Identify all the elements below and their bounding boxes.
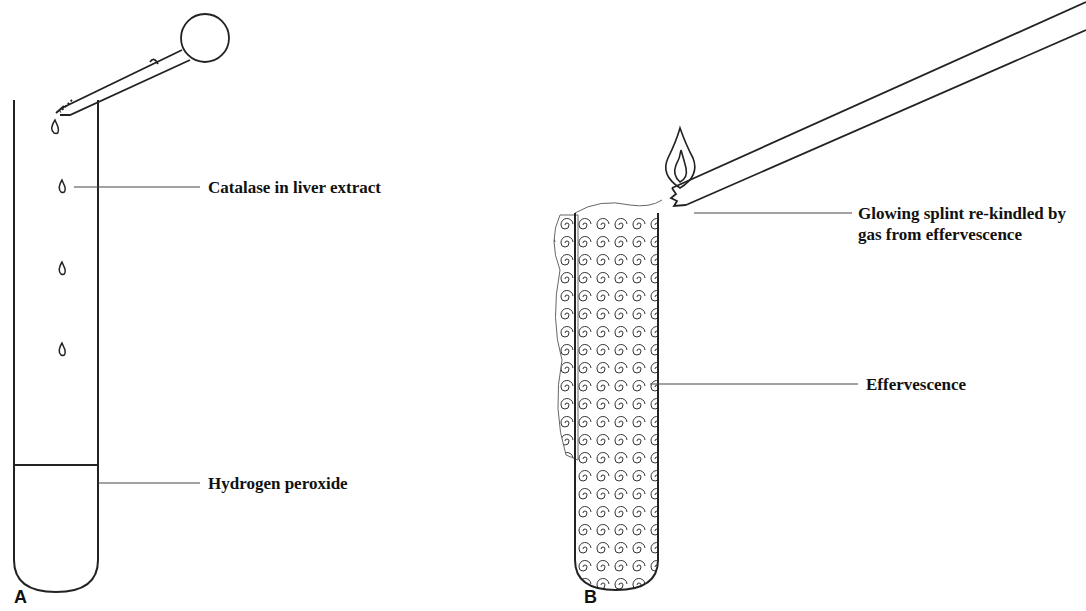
- figure-letter: B: [584, 587, 597, 608]
- test-tube-b: [575, 213, 658, 590]
- flame: [666, 128, 695, 188]
- part-label: Hydrogen peroxide: [208, 473, 348, 494]
- figure-letter: A: [14, 587, 27, 608]
- part-label: Effervescence: [866, 374, 966, 395]
- part-label: Glowing splint re-kindled by gas from ef…: [858, 203, 1080, 245]
- leader-lines: [74, 187, 858, 483]
- drops: [52, 120, 65, 355]
- effervescence-froth: [554, 200, 662, 595]
- glowing-splint: [671, 2, 1086, 206]
- part-label: Catalase in liver extract: [208, 177, 381, 198]
- dropper: [56, 14, 229, 115]
- test-tube-a: [14, 100, 98, 592]
